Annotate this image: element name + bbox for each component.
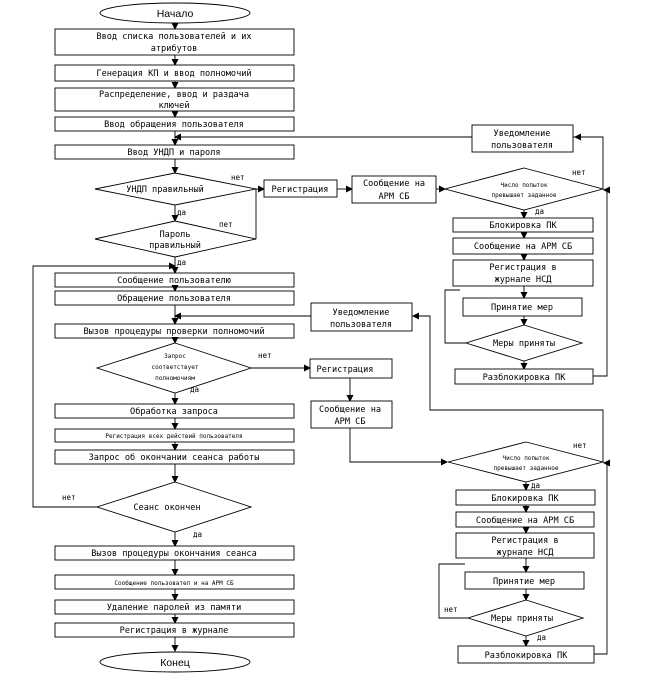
- msg-user-label: Сообщение пользователю: [117, 275, 231, 286]
- input-users-label-2: атрибутов: [151, 43, 198, 54]
- registration-1-box: [263, 179, 338, 198]
- attempts-top-label-1: Число попыток: [501, 182, 548, 189]
- reg-nsd-bottom-box: [455, 532, 595, 559]
- msg-arm-bottom-label: Сообщение на АРМ СБ: [476, 515, 574, 526]
- input-request-label: Ввод обращения пользователя: [104, 119, 244, 130]
- user-request-box: [54, 290, 295, 306]
- process-request-box: [54, 403, 295, 419]
- request-decision-label-1: Запрос: [164, 353, 186, 360]
- msg-user-arm-label: Сообщение пользовател и на АРМ СБ: [114, 580, 234, 587]
- call-end-label: Вызов процедуры окончания сеанса: [91, 549, 257, 559]
- notify-1-box: [471, 124, 574, 153]
- password-decision-label-2: правильный: [149, 241, 201, 251]
- request-decision-label-3: полномочиям: [155, 375, 195, 382]
- log-actions-label: Регистрация всех действий пользователя: [105, 433, 242, 440]
- delete-passwords-label: Удаление паролей из памяти: [107, 603, 242, 613]
- request-decision-label-2: соответствует: [152, 364, 199, 371]
- reg-nsd-bottom-label-1: Регистрация в: [491, 536, 558, 546]
- block-bottom-box: [455, 489, 596, 506]
- attempts-top-label-2: превышает заданное: [491, 192, 556, 199]
- log-journal-label: Регистрация в журнале: [120, 626, 229, 636]
- reg-nsd-top-label-2: журнале НСД: [495, 275, 553, 285]
- unblock-bottom-box: [457, 645, 595, 664]
- notify-2-label-b: пользователя: [330, 320, 392, 330]
- unblock-top-label: Разблокировка ПК: [483, 372, 567, 383]
- reg-nsd-top-label-1: Регистрация в: [489, 263, 556, 273]
- reg-nsd-top-box: [452, 259, 594, 287]
- log-journal-box: [54, 622, 295, 638]
- call-end-box: [54, 545, 295, 561]
- measures-bottom-box: [464, 571, 585, 590]
- unblock-bottom-label: Разблокировка ПК: [485, 650, 569, 661]
- request-yes-label: да: [190, 385, 199, 394]
- end-label: Конец: [160, 657, 190, 669]
- input-users-box: [54, 28, 295, 56]
- gen-kp-label: Генерация КП и ввод полномочий: [96, 69, 251, 79]
- msg-arm-1-label-a: Сообщение на: [363, 178, 425, 189]
- delete-passwords-box: [54, 599, 295, 615]
- measures-taken-top-label: Меры приняты: [493, 339, 555, 349]
- attempts-top-yes-label: да: [535, 207, 544, 216]
- input-undp-box: [54, 144, 295, 160]
- end-terminal: [99, 651, 251, 673]
- notify-1-label-a: Уведомление: [494, 129, 551, 139]
- registration-2-box: [309, 358, 393, 379]
- input-users-label-1: Ввод списка пользователей и их: [96, 32, 251, 42]
- undp-decision-label: УНДП правильный: [126, 185, 204, 195]
- input-undp-label: Ввод УНДП и пароля: [127, 148, 220, 158]
- registration-1-label: Регистрация: [272, 185, 329, 195]
- registration-2-label: Регистрация: [317, 365, 374, 375]
- attempts-bottom-label-2: превышает заданное: [493, 465, 558, 472]
- start-label: Начало: [157, 8, 194, 20]
- msg-arm-1-label-b: АРМ СБ: [378, 192, 409, 202]
- block-bottom-label: Блокировка ПК: [491, 494, 559, 504]
- call-check-label: Вызов процедуры проверки полномочий: [83, 327, 264, 337]
- session-over-label: Сеанс окончен: [133, 503, 200, 513]
- password-yes-label: да: [177, 258, 186, 267]
- measures-bottom-no-label: нет: [444, 605, 458, 614]
- unblock-top-box: [454, 368, 594, 385]
- measures-bottom-yes-label: да: [537, 633, 546, 642]
- session-end-query-box: [54, 449, 295, 465]
- password-decision-label-1: Пароль: [159, 230, 190, 240]
- msg-arm-2-label-a: Сообщение на: [319, 404, 381, 415]
- measures-taken-bottom-label: Меры приняты: [491, 614, 553, 624]
- password-no-label: пет: [219, 220, 233, 229]
- distribute-keys-label-2: ключей: [158, 101, 189, 111]
- session-yes-label: да: [193, 530, 202, 539]
- distribute-keys-label-1: Распределение, ввод и раздача: [99, 90, 249, 100]
- msg-arm-2-box: [310, 400, 393, 429]
- user-request-label: Обращение пользователя: [117, 293, 231, 304]
- undp-no-label: нет: [231, 173, 245, 182]
- request-no-label: нет: [258, 351, 272, 360]
- msg-arm-1-box: [351, 175, 437, 204]
- msg-user-arm-box: [54, 574, 295, 590]
- log-actions-box: [54, 428, 295, 443]
- attempts-bottom-label-1: Число попыток: [503, 455, 550, 462]
- attempts-bottom-yes-label: да: [531, 481, 540, 490]
- input-request-box: [54, 116, 295, 132]
- notify-1-label-b: пользователя: [491, 141, 553, 151]
- measures-bottom-label: Принятие мер: [493, 577, 555, 587]
- notify-2-label-a: Уведомление: [333, 308, 390, 318]
- measures-top-label: Принятие мер: [491, 303, 553, 313]
- session-no-label: нет: [62, 493, 76, 502]
- measures-top-box: [462, 297, 583, 317]
- msg-arm-top-label: Сообщение на АРМ СБ: [474, 241, 572, 252]
- session-end-query-label: Запрос об окончании сеанса работы: [89, 452, 260, 463]
- reg-nsd-bottom-label-2: журнале НСД: [497, 548, 555, 558]
- msg-arm-2-label-b: АРМ СБ: [334, 417, 365, 427]
- gen-kp-box: [54, 64, 295, 82]
- process-request-label: Обработка запроса: [130, 406, 218, 417]
- attempts-bottom-no-label: нет: [573, 441, 587, 450]
- undp-yes-label: да: [177, 208, 186, 217]
- attempts-top-no-label: нет: [572, 168, 586, 177]
- block-top-label: Блокировка ПК: [489, 221, 557, 231]
